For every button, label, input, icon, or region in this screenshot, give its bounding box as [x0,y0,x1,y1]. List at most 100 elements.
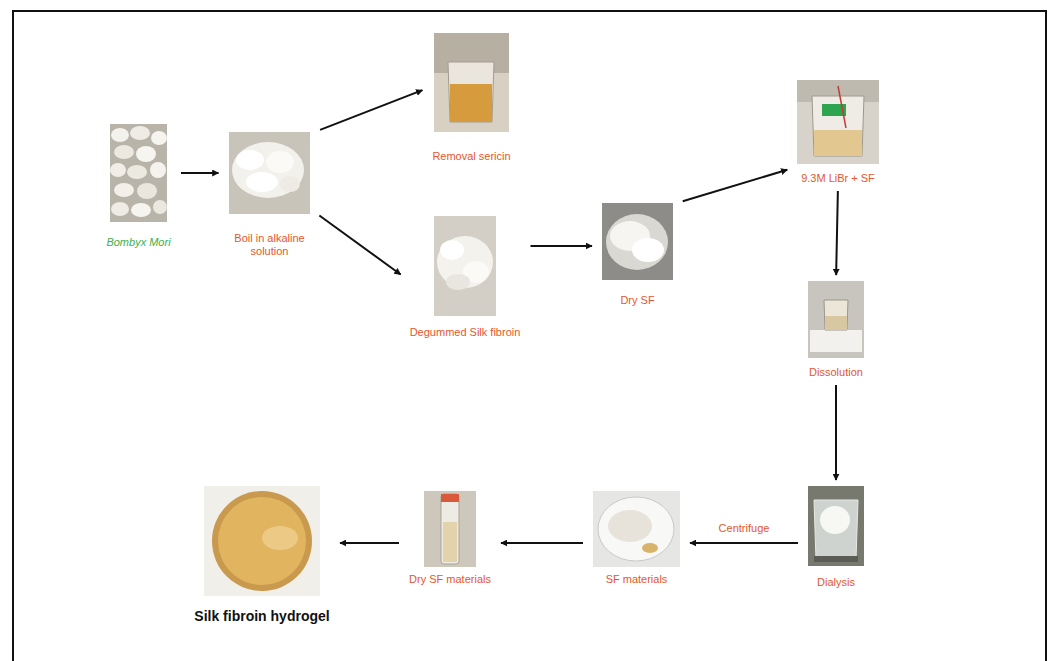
process-step: Dialysis [804,486,868,589]
process-step: Bombyx Mori [102,124,175,249]
boiling-photo [229,132,310,214]
photo-shape [151,131,167,145]
cocoon-photo [110,124,167,222]
photo-shape [642,543,658,553]
photo-shape [232,142,304,198]
photo-slot [808,281,864,366]
photo-shape [820,506,850,534]
photo-shape [131,203,151,217]
edge-label: Centrifuge [717,522,772,535]
photo-shape [150,162,166,178]
photo-shape [110,124,167,222]
process-step: Dry SF materials [405,491,495,586]
photo-shape [632,238,664,262]
degummed-fibre-photo [434,216,496,316]
step-caption: Dry SF materials [409,573,491,586]
photo-slot [432,33,511,150]
photo-shape [825,316,847,330]
photo-shape [593,491,680,567]
photo-shape [602,203,673,280]
photo-shape [440,240,464,260]
flow-arrow [319,216,400,275]
step-caption: Removal sericin [432,150,510,163]
photo-shape [443,522,457,562]
flow-arrow [340,542,399,544]
photo-shape [110,163,126,177]
photo-shape [824,300,848,330]
photo-shape [814,556,858,562]
photo-shape [280,176,300,192]
photo-shape [246,172,278,192]
photo-slot [409,491,491,573]
process-step: Dissolution [804,281,868,379]
photo-shape [130,126,150,140]
process-step: 9.3M LiBr + SF [793,80,883,185]
photo-slot [797,80,879,172]
libr-beaker-photo [797,80,879,164]
photo-slot [602,203,673,294]
process-step: Silk fibroin hydrogel [190,486,334,624]
sericin-beaker-photo [434,33,509,132]
photo-shape [114,145,134,159]
photo-shape [266,151,294,173]
step-caption: Dialysis [817,576,855,589]
photo-shape [262,526,298,550]
flow-arrow [836,191,838,275]
photo-shape [114,183,134,197]
photo-slot [410,216,521,326]
process-step: SF materials [589,491,684,586]
photo-shape [424,491,476,567]
photo-shape [608,510,652,542]
photo-shape [111,128,129,142]
sf-dish-photo [593,491,680,567]
photo-shape [236,150,264,170]
photo-shape [153,200,167,214]
photo-shape [434,216,496,316]
photo-slot [194,486,330,608]
photo-shape [808,281,864,358]
photo-shape [441,494,459,502]
flow-arrow [181,172,219,174]
step-caption: Degummed Silk fibroin [410,326,521,339]
process-step: Removal sericin [428,33,515,163]
photo-shape [797,80,879,164]
tube-photo [424,491,476,567]
photo-shape [814,130,862,156]
step-caption: Silk fibroin hydrogel [194,608,329,624]
flow-arrow [835,385,837,480]
photo-shape [814,500,858,560]
photo-shape [441,494,459,564]
flow-arrow [531,245,593,247]
flow-arrow [683,170,788,202]
flow-arrow [690,542,798,544]
dialysis-photo [808,486,864,566]
photo-slot [808,486,864,576]
photo-shape [812,96,864,156]
photo-slot [593,491,680,573]
dry-fibre-photo [602,203,673,280]
photo-shape [606,214,668,270]
photo-shape [450,84,492,122]
step-caption: Dry SF [620,294,654,307]
process-step: Degummed Silk fibroin [406,216,525,339]
step-caption: SF materials [606,573,668,586]
step-caption: 9.3M LiBr + SF [801,172,875,185]
photo-shape [229,132,310,214]
photo-shape [838,86,846,128]
process-step: Dry SF [598,203,677,307]
step-caption: Boil in alkaline solution [229,232,311,258]
hydrogel-photo [204,486,320,596]
photo-shape [127,165,147,179]
stirrer-photo [808,281,864,358]
photo-shape [810,330,862,352]
photo-shape [446,274,470,290]
flow-arrow [320,90,422,130]
photo-shape [136,146,156,162]
photo-shape [448,62,494,122]
photo-shape [204,486,320,596]
frame-border [13,11,1046,661]
photo-slot [229,132,311,232]
photo-shape [434,33,509,132]
